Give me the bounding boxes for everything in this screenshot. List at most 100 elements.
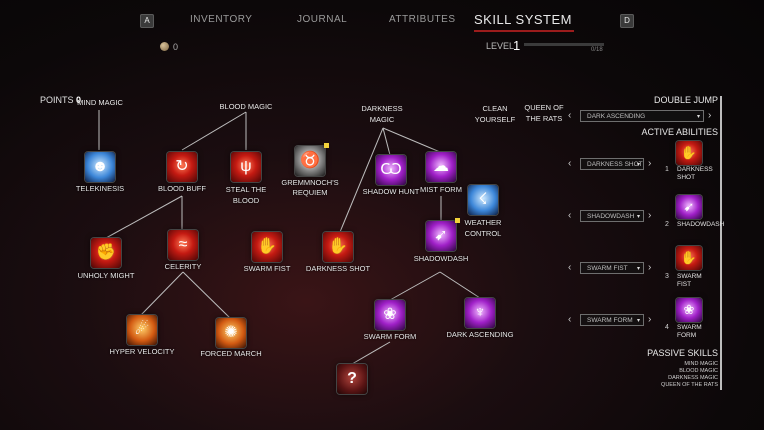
shadowdash-skill-icon[interactable]: ➹ bbox=[426, 221, 456, 251]
shadowdash-label: SHADOWDASH bbox=[413, 254, 469, 263]
slot-1-prev-arrow[interactable]: ‹ bbox=[568, 158, 572, 169]
double-jump-select-value: DARK ASCENDING bbox=[587, 113, 646, 120]
celerity-skill-icon[interactable]: ≈ bbox=[168, 230, 198, 260]
dark-ascending-skill-icon[interactable]: ♆ bbox=[465, 298, 495, 328]
skill-points-label: POINTS bbox=[40, 95, 74, 105]
slot-3-next-arrow[interactable]: › bbox=[648, 262, 652, 273]
swarm-fist-label: SWARM FIST bbox=[243, 264, 291, 273]
passive-skill-item: BLOOD MAGIC bbox=[679, 368, 718, 374]
dropdown-icon: ▾ bbox=[636, 162, 640, 168]
slot-4-number: 4 bbox=[665, 324, 669, 331]
passive-skill-item: QUEEN OF THE RATS bbox=[661, 382, 718, 387]
tab-journal[interactable]: JOURNAL bbox=[297, 14, 348, 25]
slot-4-prev-arrow[interactable]: ‹ bbox=[568, 314, 572, 325]
slot-1-select-value: DARKNESS SHOT bbox=[587, 161, 643, 168]
slot-2-number: 2 bbox=[665, 221, 669, 228]
slot-4-ability-icon[interactable]: ❀ bbox=[676, 298, 702, 322]
skill-points: POINTS 0 bbox=[40, 95, 81, 105]
shadow-hunt-label: SHADOW HUNT bbox=[362, 187, 420, 196]
hyper-velocity-skill-icon[interactable]: ☄ bbox=[127, 315, 157, 345]
level-label: LEVEL bbox=[486, 41, 515, 51]
level-value: 1 bbox=[513, 38, 521, 53]
forced-march-label: FORCED MARCH bbox=[200, 349, 262, 358]
mist-form-skill-icon[interactable]: ☁ bbox=[426, 152, 456, 182]
category-mind-magic: MIND MAGIC bbox=[77, 98, 123, 107]
active-abilities-title: ACTIVE ABILITIES bbox=[641, 127, 718, 137]
new-skill-marker bbox=[324, 143, 329, 148]
slot-3-prev-arrow[interactable]: ‹ bbox=[568, 262, 572, 273]
dropdown-icon: ▾ bbox=[696, 114, 700, 120]
passive-skill-item: MIND MAGIC bbox=[684, 361, 718, 367]
double-jump-select[interactable]: DARK ASCENDING ▾ bbox=[580, 110, 704, 122]
coin-count: 0 bbox=[173, 42, 179, 52]
prev-tab-key[interactable]: A bbox=[140, 14, 154, 28]
double-jump-prev-arrow[interactable]: ‹ bbox=[568, 110, 572, 121]
active-tab-indicator bbox=[474, 30, 574, 32]
slot-1-label: DARKNESS SHOT bbox=[677, 166, 713, 181]
passive-skill-item: DARKNESS MAGIC bbox=[668, 375, 718, 381]
slot-3-label: SWARM FIST bbox=[677, 273, 702, 288]
dropdown-icon: ▾ bbox=[636, 318, 640, 324]
swarm-form-skill-icon[interactable]: ❀ bbox=[375, 300, 405, 330]
slot-1-select[interactable]: DARKNESS SHOT▾ bbox=[580, 158, 644, 170]
tab-skill-system[interactable]: SKILL SYSTEM bbox=[474, 12, 572, 27]
steal-the-blood-skill-icon[interactable]: ψ bbox=[231, 152, 261, 182]
slot-2-select[interactable]: SHADOWDASH▾ bbox=[580, 210, 644, 222]
gremmnochs-requiem-label: GREMMNOCH'S REQUIEM bbox=[281, 178, 339, 197]
mist-form-label: MIST FORM bbox=[420, 185, 462, 194]
unholy-might-label: UNHOLY MIGHT bbox=[77, 271, 135, 280]
next-tab-key[interactable]: D bbox=[620, 14, 634, 28]
slot-3-select-value: SWARM FIST bbox=[587, 265, 628, 272]
blood-buff-label: BLOOD BUFF bbox=[158, 184, 206, 193]
gremmnochs-requiem-skill-icon[interactable]: ♉ bbox=[295, 146, 325, 176]
slot-2-label: SHADOWDASH bbox=[677, 221, 725, 228]
celerity-label: CELERITY bbox=[164, 262, 202, 271]
dropdown-icon: ▾ bbox=[636, 214, 640, 220]
slot-2-prev-arrow[interactable]: ‹ bbox=[568, 210, 572, 221]
passive-skills-title: PASSIVE SKILLS bbox=[647, 348, 718, 358]
tab-attributes[interactable]: ATTRIBUTES bbox=[389, 14, 456, 25]
slot-3-ability-icon[interactable]: ✋ bbox=[676, 246, 702, 270]
category-queen-of-the-rats: QUEEN OF THE RATS bbox=[524, 103, 564, 123]
double-jump-title: DOUBLE JUMP bbox=[653, 95, 718, 105]
tab-inventory[interactable]: INVENTORY bbox=[190, 14, 253, 25]
slot-3-number: 3 bbox=[665, 273, 669, 280]
dropdown-icon: ▾ bbox=[636, 266, 640, 272]
slot-4-select-value: SWARM FORM bbox=[587, 317, 633, 324]
weather-control-skill-icon[interactable]: ☇ bbox=[468, 185, 498, 215]
coin-icon bbox=[160, 42, 169, 51]
slot-2-ability-icon[interactable]: ➹ bbox=[676, 195, 702, 219]
skill-points-value: 0 bbox=[76, 95, 82, 105]
new-skill-marker bbox=[455, 218, 460, 223]
slot-4-label: SWARM FORM bbox=[677, 324, 702, 339]
swarm-form-label: SWARM FORM bbox=[363, 332, 417, 341]
category-clean-yourself: CLEAN YOURSELF bbox=[474, 104, 516, 124]
shadow-hunt-skill-icon[interactable]: Ѡ bbox=[376, 155, 406, 185]
double-jump-next-arrow[interactable]: › bbox=[708, 110, 712, 121]
darkness-shot-skill-icon[interactable]: ✋ bbox=[323, 232, 353, 262]
swarm-fist-skill-icon[interactable]: ✋ bbox=[252, 232, 282, 262]
dark-ascending-label: DARK ASCENDING bbox=[446, 330, 514, 339]
weather-control-label: WEATHER CONTROL bbox=[464, 218, 502, 238]
slot-4-select[interactable]: SWARM FORM▾ bbox=[580, 314, 644, 326]
category-blood-magic: BLOOD MAGIC bbox=[219, 102, 273, 111]
blood-buff-skill-icon[interactable]: ↻ bbox=[167, 152, 197, 182]
telekinesis-skill-icon[interactable]: ☻ bbox=[85, 152, 115, 182]
question-icon: ? bbox=[347, 370, 357, 387]
slot-1-number: 1 bbox=[665, 166, 669, 173]
slot-1-ability-icon[interactable]: ✋ bbox=[676, 141, 702, 165]
xp-progress-bar bbox=[524, 43, 604, 46]
locked-skill-icon[interactable]: ? bbox=[337, 364, 367, 394]
slot-2-next-arrow[interactable]: › bbox=[648, 210, 652, 221]
panel-divider bbox=[720, 96, 722, 390]
forced-march-skill-icon[interactable]: ✺ bbox=[216, 318, 246, 348]
category-darkness-magic: DARKNESS MAGIC bbox=[361, 104, 403, 124]
unholy-might-skill-icon[interactable]: ✊ bbox=[91, 238, 121, 268]
slot-1-next-arrow[interactable]: › bbox=[648, 158, 652, 169]
slot-4-next-arrow[interactable]: › bbox=[648, 314, 652, 325]
darkness-shot-label: DARKNESS SHOT bbox=[305, 264, 371, 273]
slot-2-select-value: SHADOWDASH bbox=[587, 213, 635, 220]
hyper-velocity-label: HYPER VELOCITY bbox=[109, 347, 175, 356]
slot-3-select[interactable]: SWARM FIST ▾ bbox=[580, 262, 644, 274]
